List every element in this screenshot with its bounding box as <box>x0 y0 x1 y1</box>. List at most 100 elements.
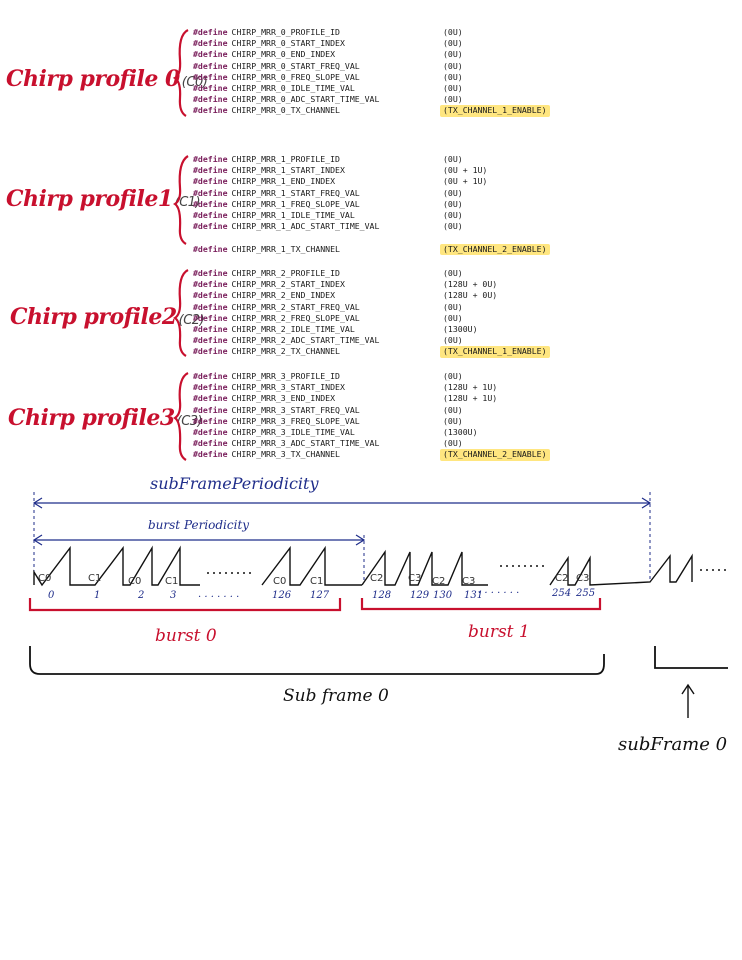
burst-0-label: burst 0 <box>155 626 217 646</box>
macro-name: CHIRP_MRR_2_IDLE_TIME_VAL <box>231 323 355 334</box>
macro-name: CHIRP_MRR_0_START_INDEX <box>231 38 345 49</box>
macro-value: (128U + 1U) <box>443 382 498 393</box>
burst-1-bracket <box>360 598 602 611</box>
profile-tag: (C2) <box>178 313 205 328</box>
macro-name: CHIRP_MRR_2_ADC_START_TIME_VAL <box>231 335 380 346</box>
define-keyword: #define <box>193 154 228 164</box>
macro-name: CHIRP_MRR_0_TX_CHANNEL <box>231 105 340 116</box>
chirp-label: C2 <box>370 573 384 584</box>
define-keyword: #define <box>193 187 228 198</box>
define-keyword: #define <box>193 105 228 116</box>
define-keyword: #define <box>193 312 228 323</box>
ellipsis-dots: · · · · · · · <box>198 592 240 603</box>
define-keyword: #define <box>193 198 228 209</box>
macro-value: (0U) <box>443 209 463 220</box>
burst-0-bracket <box>28 598 342 612</box>
chirp-index-label: 130 <box>433 590 453 601</box>
macro-value: (0U) <box>443 60 463 71</box>
macro-name: CHIRP_MRR_0_END_INDEX <box>231 49 336 60</box>
ellipsis-dots: · · · · · · · <box>478 588 520 599</box>
macro-name: CHIRP_MRR_1_IDLE_TIME_VAL <box>231 209 355 220</box>
profile-label-1: Chirp profile1(C1) <box>6 186 201 212</box>
chirp-index-label: 126 <box>272 590 292 601</box>
subframe-0-label: Sub frame 0 <box>283 686 389 706</box>
define-keyword: #define <box>193 382 228 393</box>
macro-name: CHIRP_MRR_0_START_FREQ_VAL <box>231 60 360 71</box>
subframe-periodicity-label: subFramePeriodicity <box>150 474 319 493</box>
macro-value: (0U) <box>443 415 463 426</box>
chirp-label: C2 <box>555 573 569 584</box>
macro-value: (128U + 0U) <box>443 290 498 301</box>
profile-label-0: Chirp profile 0(C0) <box>6 66 208 92</box>
define-keyword: #define <box>193 415 228 426</box>
define-keyword: #define <box>193 209 228 220</box>
chirp-index-label: 128 <box>372 590 392 601</box>
define-keyword: #define <box>193 323 228 334</box>
define-keyword: #define <box>193 404 228 415</box>
chirp-label: C3 <box>576 573 590 584</box>
chirp-label: C0 <box>38 573 52 584</box>
burst-periodicity-label: burst Periodicity <box>148 518 250 532</box>
next-subframe-label: subFrame 0 <box>618 734 728 755</box>
macro-name: CHIRP_MRR_1_TX_CHANNEL <box>231 243 340 254</box>
macro-name: CHIRP_MRR_3_FREQ_SLOPE_VAL <box>231 415 360 426</box>
define-keyword: #define <box>193 371 228 381</box>
chirp-label: C2 <box>432 576 446 587</box>
chirp-label: C0 <box>273 576 287 587</box>
burst-1-label: burst 1 <box>468 622 530 642</box>
define-keyword: #define <box>193 165 228 176</box>
macro-value: (0U) <box>443 198 463 209</box>
macro-value: (0U) <box>443 371 463 381</box>
macro-value: (TX_CHANNEL_1_ENABLE) <box>440 105 550 117</box>
macro-name: CHIRP_MRR_3_START_FREQ_VAL <box>231 404 360 415</box>
define-keyword: #define <box>193 38 228 49</box>
macro-name: CHIRP_MRR_3_START_INDEX <box>231 382 345 393</box>
macro-name: CHIRP_MRR_3_END_INDEX <box>231 393 336 404</box>
macro-name: CHIRP_MRR_1_END_INDEX <box>231 176 336 187</box>
define-keyword: #define <box>193 49 228 60</box>
arrowhead-right <box>355 534 366 546</box>
macro-name: CHIRP_MRR_2_START_INDEX <box>231 279 345 290</box>
define-keyword: #define <box>193 438 228 449</box>
macro-name: CHIRP_MRR_0_PROFILE_ID <box>231 27 340 37</box>
arrowhead-left <box>32 497 43 509</box>
macro-name: CHIRP_MRR_1_PROFILE_ID <box>231 154 340 164</box>
macro-name: CHIRP_MRR_0_IDLE_TIME_VAL <box>231 82 355 93</box>
profile-label-text: Chirp profile3 <box>8 405 175 431</box>
chirp-index-label: 255 <box>576 588 596 599</box>
arrowhead-right <box>641 497 652 509</box>
macro-value: (0U + 1U) <box>443 165 488 176</box>
macro-value: (0U) <box>443 187 463 198</box>
macro-value: (0U) <box>443 268 463 278</box>
macro-name: CHIRP_MRR_2_FREQ_SLOPE_VAL <box>231 312 360 323</box>
subframe-0-bracket <box>29 646 605 675</box>
define-keyword: #define <box>193 301 228 312</box>
define-keyword: #define <box>193 82 228 93</box>
define-keyword: #define <box>193 27 228 37</box>
macro-name: CHIRP_MRR_0_ADC_START_TIME_VAL <box>231 94 380 105</box>
chirp-index-label: 2 <box>138 590 145 601</box>
chirp-label: C0 <box>128 576 142 587</box>
macro-name: CHIRP_MRR_3_TX_CHANNEL <box>231 449 340 460</box>
define-keyword: #define <box>193 426 228 437</box>
brace-profile-0 <box>172 29 189 117</box>
chirp-waveform-burst-1a <box>361 549 488 586</box>
macro-value: (0U) <box>443 94 463 105</box>
chirp-waveform-burst-0b <box>261 545 362 586</box>
